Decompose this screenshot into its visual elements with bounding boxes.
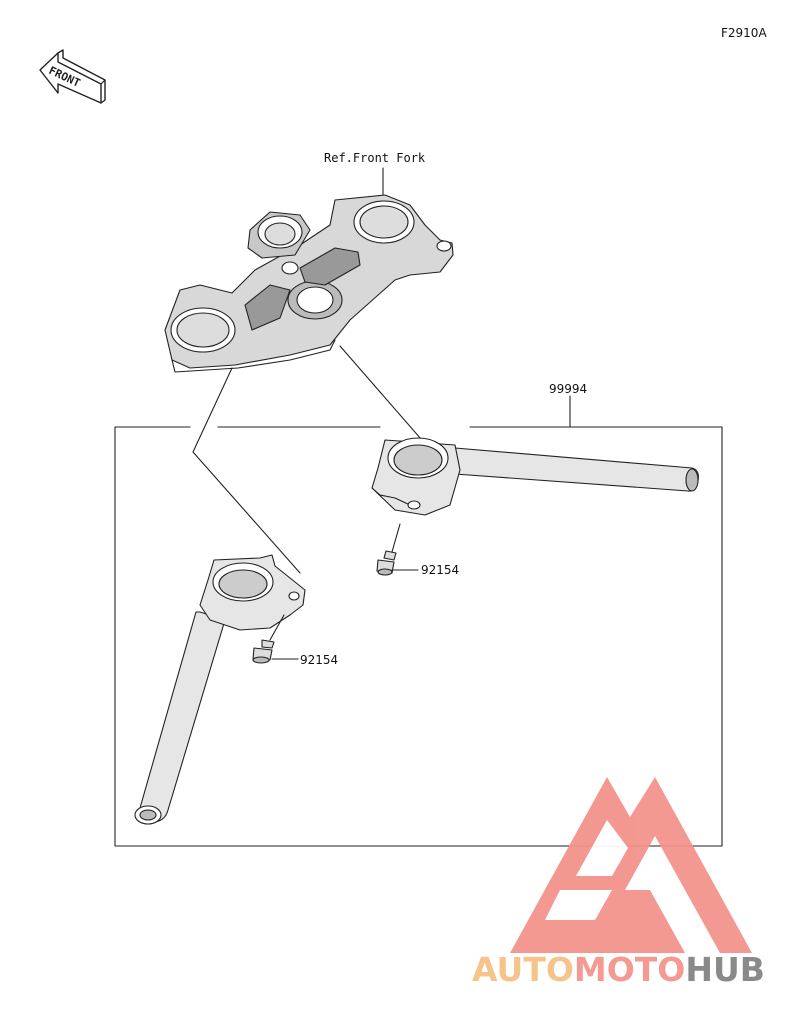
figure-code: F2910A xyxy=(721,26,767,40)
automotohub-logo-icon xyxy=(510,777,752,953)
right-handlebar xyxy=(371,437,699,516)
watermark-moto: MOTO xyxy=(573,950,686,989)
link-line-left xyxy=(192,367,301,574)
part-number-92154-lower: 92154 xyxy=(300,653,339,667)
automotohub-watermark: AUTOMOTOHUB xyxy=(472,950,765,990)
bolt-92154-lower xyxy=(252,614,285,664)
left-handlebar xyxy=(134,554,306,825)
part-number-99994: 99994 xyxy=(549,382,588,396)
assembly-box xyxy=(114,426,723,847)
watermark-hub: HUB xyxy=(685,950,765,989)
bolt-92154-upper xyxy=(376,523,401,576)
ref-front-fork-label: Ref.Front Fork xyxy=(324,151,426,165)
front-arrow-icon: FRONT xyxy=(39,49,106,104)
watermark-auto: AUTO xyxy=(472,950,574,989)
part-number-92154-upper: 92154 xyxy=(421,563,460,577)
upper-triple-clamp xyxy=(164,194,454,373)
